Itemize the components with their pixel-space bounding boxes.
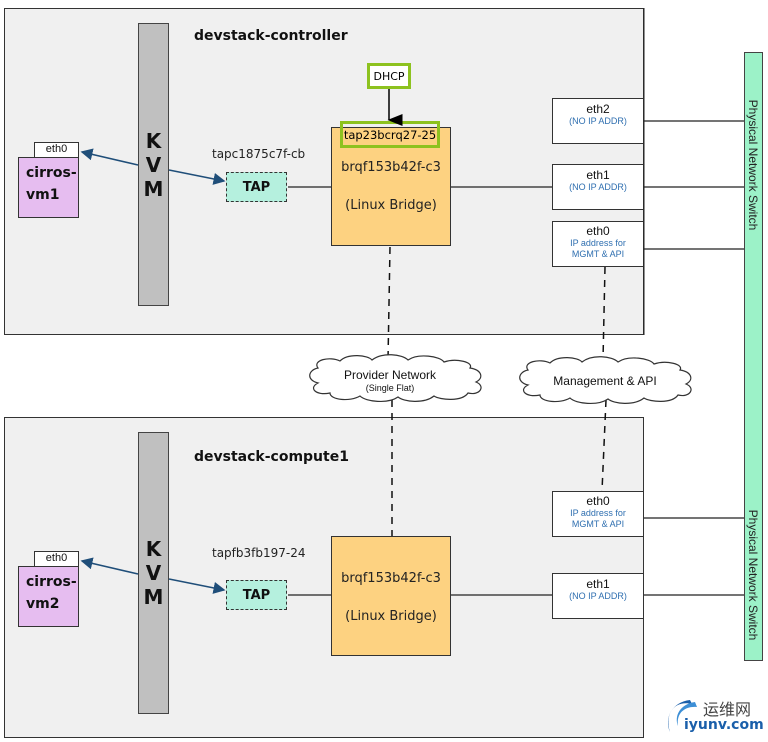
nic-desc: (NO IP ADDR) bbox=[569, 182, 627, 192]
provider-network-label: Provider Network bbox=[343, 368, 437, 382]
provider-network-sublabel: (Single Flat) bbox=[365, 383, 415, 393]
nic-eth0-compute1: eth0 IP address for MGMT & API bbox=[552, 491, 644, 537]
nic-eth0-controller: eth0 IP address for MGMT & API bbox=[552, 221, 644, 267]
watermark-en: iyunv.com bbox=[684, 717, 764, 733]
bridge-name: brqf153b42f-c3 bbox=[341, 571, 441, 586]
nic-desc: MGMT & API bbox=[571, 519, 625, 529]
host-compute1 bbox=[4, 417, 644, 738]
kvm-hypervisor-controller: K V M bbox=[138, 23, 169, 306]
nic-name: eth2 bbox=[586, 102, 610, 116]
nic-name: eth0 bbox=[586, 494, 610, 508]
physical-network-switch bbox=[744, 52, 763, 661]
kvm-hypervisor-compute1: K V M bbox=[138, 432, 169, 714]
nic-name: eth0 bbox=[586, 224, 610, 238]
bridge-type: (Linux Bridge) bbox=[345, 198, 437, 213]
host-compute1-title: devstack-compute1 bbox=[194, 449, 349, 465]
vm-cirros-vm2: cirros- vm2 bbox=[18, 566, 79, 627]
vm1-eth0-tab: eth0 bbox=[34, 142, 79, 158]
kvm-letter: M bbox=[143, 585, 164, 609]
host-controller-title: devstack-controller bbox=[194, 28, 348, 44]
bridge-type: (Linux Bridge) bbox=[345, 609, 437, 624]
kvm-letter: V bbox=[145, 561, 162, 585]
vm2-eth0-tab: eth0 bbox=[34, 551, 79, 567]
kvm-letter: M bbox=[143, 176, 164, 201]
tap-name-compute1: tapfb3fb197-24 bbox=[212, 546, 306, 560]
vm-name: cirros- vm2 bbox=[26, 574, 77, 612]
dhcp-label: DHCP bbox=[367, 63, 411, 89]
watermark-cn: 运维网 bbox=[703, 702, 752, 719]
nic-desc: (NO IP ADDR) bbox=[569, 116, 627, 126]
nic-desc: (NO IP ADDR) bbox=[569, 591, 627, 601]
nic-desc: IP address for bbox=[570, 238, 626, 248]
nic-desc: MGMT & API bbox=[571, 249, 625, 259]
vm-cirros-vm1: cirros- vm1 bbox=[18, 157, 79, 218]
kvm-letter: K bbox=[145, 128, 162, 153]
nic-name: eth1 bbox=[586, 168, 610, 182]
management-api-label: Management & API bbox=[553, 374, 657, 388]
nic-eth2-controller: eth2 (NO IP ADDR) bbox=[552, 98, 644, 144]
tap-device-compute1: TAP bbox=[226, 580, 287, 610]
nic-eth1-compute1: eth1 (NO IP ADDR) bbox=[552, 573, 644, 619]
nic-desc: IP address for bbox=[570, 508, 626, 518]
nic-name: eth1 bbox=[586, 577, 610, 591]
tap-device-controller: TAP bbox=[226, 172, 287, 202]
dhcp-tap-port: tap23bcrq27-25 bbox=[340, 121, 440, 148]
linux-bridge-compute1: brqf153b42f-c3 (Linux Bridge) bbox=[331, 536, 451, 656]
nic-eth1-controller: eth1 (NO IP ADDR) bbox=[552, 164, 644, 210]
kvm-letter: K bbox=[145, 537, 162, 561]
tap-name-controller: tapc1875c7f-cb bbox=[212, 147, 306, 161]
vm-name: cirros- vm1 bbox=[26, 165, 77, 203]
bridge-name: brqf153b42f-c3 bbox=[341, 160, 441, 175]
host-controller bbox=[4, 8, 644, 335]
kvm-letter: V bbox=[145, 152, 162, 177]
